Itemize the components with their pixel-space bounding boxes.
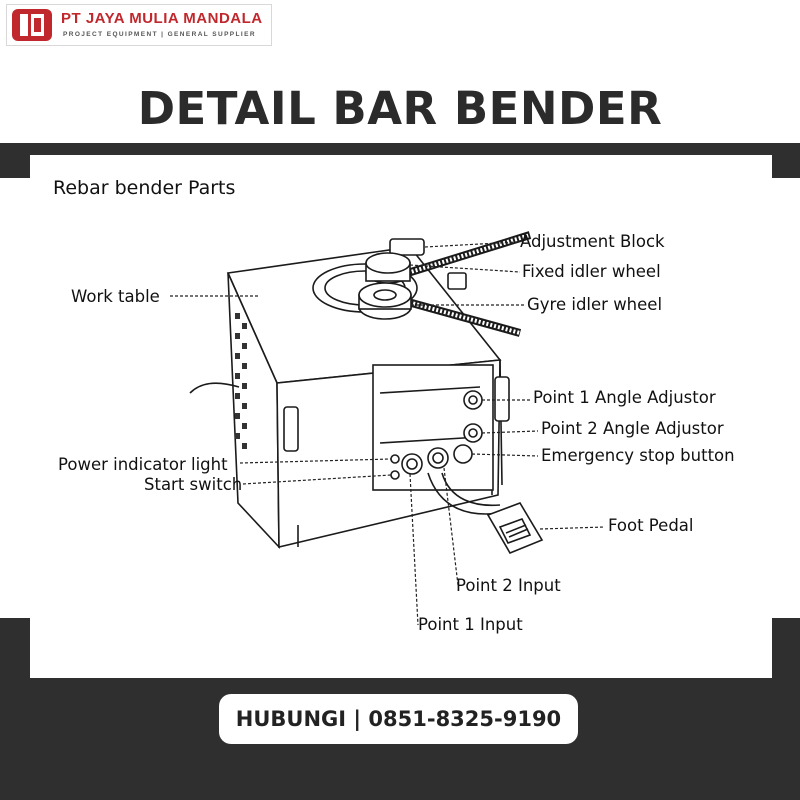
part-labels: Adjustment Block Fixed idler wheel Gyre … [58, 232, 735, 634]
label-adjustment-block: Adjustment Block [520, 232, 665, 251]
right-handle [494, 376, 510, 422]
point1-input-socket [401, 453, 423, 475]
foot-pedal-assembly [427, 472, 544, 555]
control-panel [372, 364, 494, 491]
company-tagline: PROJECT EQUIPMENT | GENERAL SUPPLIER [63, 31, 256, 38]
company-name: PT JAYA MULIA MANDALA [61, 10, 263, 27]
diagram-heading: Rebar bender Parts [53, 177, 235, 199]
label-start-switch: Start switch [144, 475, 242, 494]
bending-assembly [312, 231, 532, 337]
diagram-card: Rebar bender Parts [30, 155, 772, 678]
contact-button[interactable]: HUBUNGI | 0851-8325-9190 [219, 694, 578, 744]
company-logo: PT JAYA MULIA MANDALA PROJECT EQUIPMENT … [6, 4, 272, 46]
rebar-bender-diagram: Rebar bender Parts [53, 177, 735, 634]
label-fixed-idler-wheel: Fixed idler wheel [522, 262, 661, 281]
label-point1-angle-adjustor: Point 1 Angle Adjustor [533, 388, 716, 407]
page-title: DETAIL BAR BENDER [137, 82, 663, 135]
vent-grille [235, 313, 247, 449]
point2-input-socket [427, 447, 449, 469]
power-indicator-light [390, 454, 400, 464]
leader-lines [170, 241, 606, 626]
label-point1-input: Point 1 Input [418, 615, 523, 634]
label-power-indicator-light: Power indicator light [58, 455, 228, 474]
label-gyre-idler-wheel: Gyre idler wheel [527, 295, 662, 314]
start-switch [390, 470, 400, 480]
point2-angle-adjustor-knob [463, 423, 483, 443]
label-point2-input: Point 2 Input [456, 576, 561, 595]
label-point2-angle-adjustor: Point 2 Angle Adjustor [541, 419, 724, 438]
adjustment-block [389, 238, 425, 256]
label-emergency-stop-button: Emergency stop button [541, 446, 735, 465]
logo-mark-icon [12, 9, 52, 41]
emergency-stop-button [453, 444, 473, 464]
label-foot-pedal: Foot Pedal [608, 516, 694, 535]
label-work-table: Work table [71, 287, 160, 306]
left-handle [283, 406, 299, 452]
point1-angle-adjustor-knob [463, 390, 483, 410]
